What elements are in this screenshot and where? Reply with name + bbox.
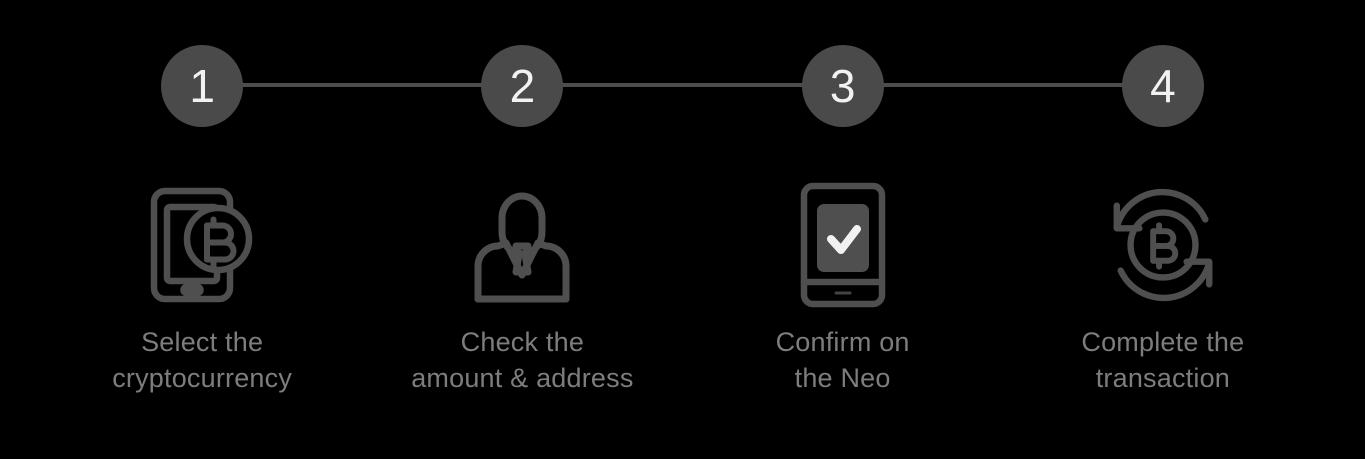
step-caption-3: Confirm on the Neo	[775, 327, 910, 393]
step-number-badge-3[interactable]: 3	[801, 45, 884, 127]
step-number-1: 1	[189, 60, 215, 112]
progress-track	[200, 83, 1175, 87]
step-caption-1: Select the cryptocurrency	[112, 327, 293, 393]
step-number-badge-4[interactable]: 4	[1121, 45, 1204, 127]
step-number-3: 3	[829, 60, 856, 112]
device-checkmark-icon	[783, 182, 903, 308]
step-3[interactable]: 3 Confirm on the Neo	[683, 0, 1003, 396]
step-4[interactable]: 4 Complete th	[1003, 0, 1323, 396]
step-1[interactable]: 1 Select the cryptocurre	[42, 0, 362, 396]
step-number-2: 2	[509, 60, 536, 112]
person-suit-icon	[462, 184, 582, 306]
step-number-4: 4	[1150, 60, 1176, 112]
step-caption-2: Check the amount & address	[411, 327, 634, 393]
step-number-badge-1[interactable]: 1	[161, 45, 244, 127]
bitcoin-exchange-arrows-icon	[1103, 184, 1223, 306]
step-number-badge-2[interactable]: 2	[481, 45, 564, 127]
smartphone-bitcoin-icon	[142, 184, 262, 306]
step-2[interactable]: 2 Check the amount & address	[362, 0, 682, 396]
step-caption-4: Complete the transaction	[1081, 327, 1245, 393]
